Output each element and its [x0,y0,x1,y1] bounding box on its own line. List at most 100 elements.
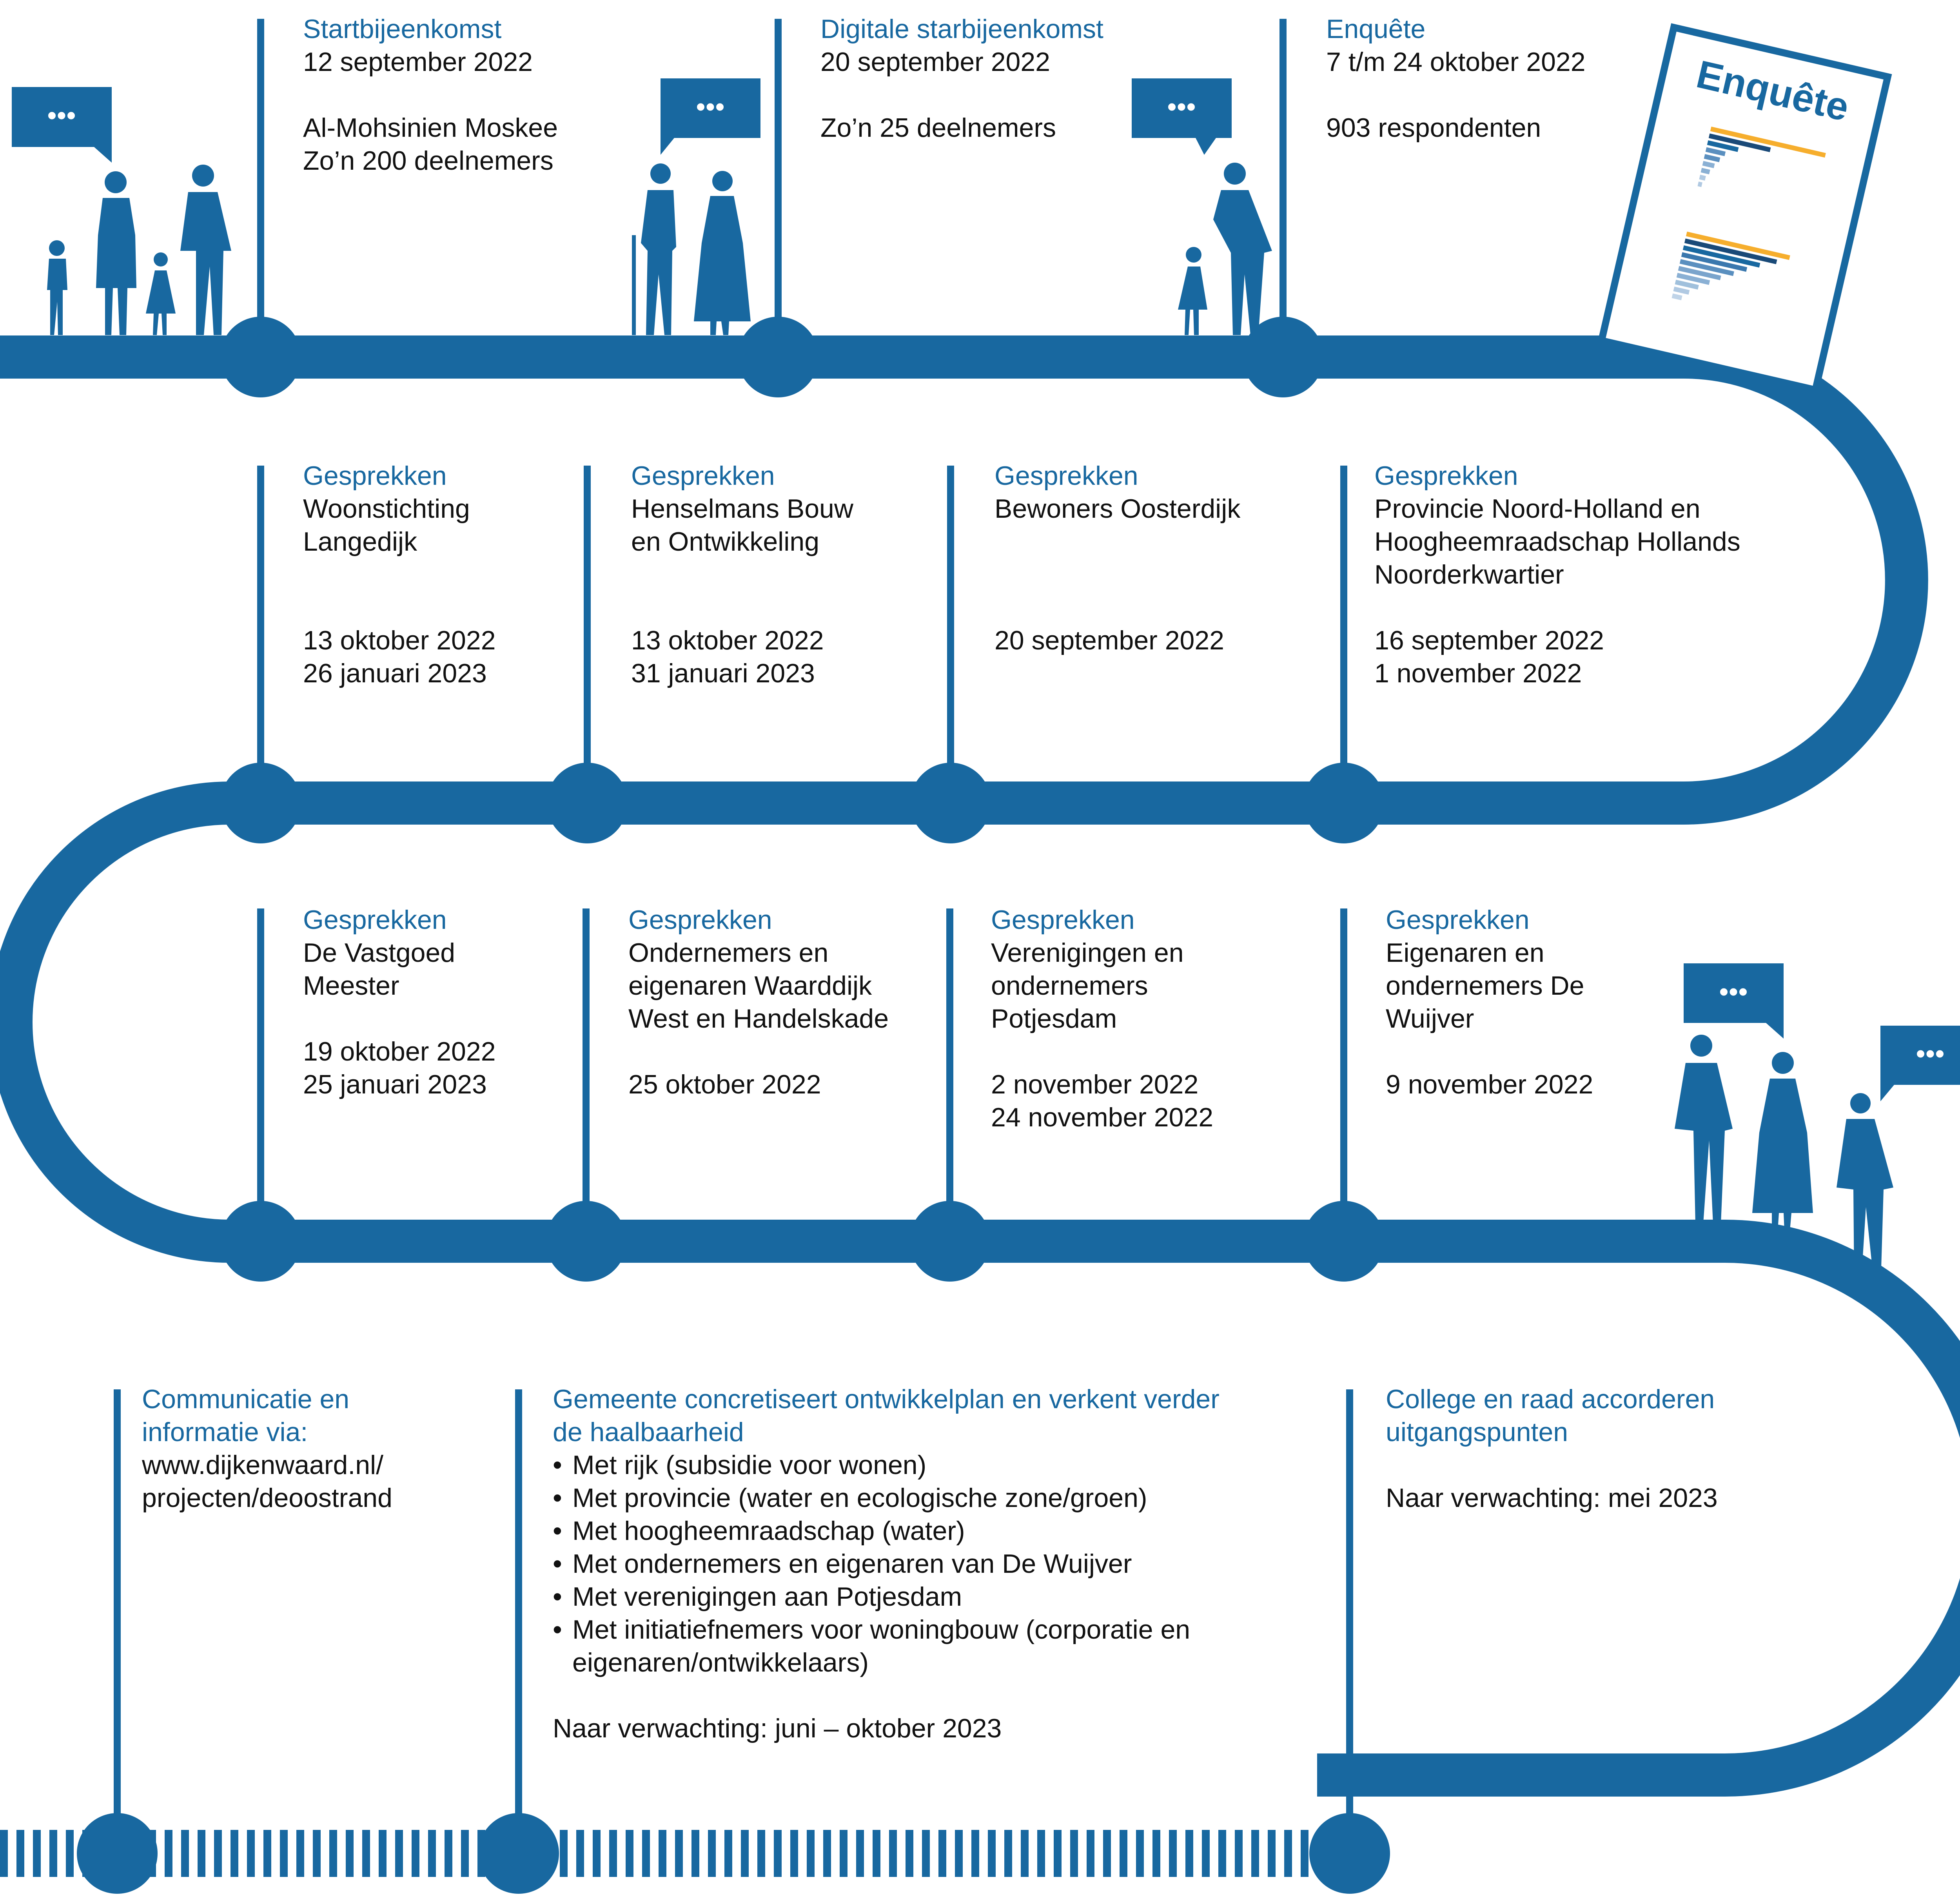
speech-bubble-icon [661,78,760,155]
speech-bubble-icon [12,87,112,163]
bullet-item: Met ondernemers en eigenaren van De Wuij… [553,1547,1220,1580]
milestone-line [631,591,853,624]
milestone-gemeente: Gemeente concretiseert ontwikkelplan en … [553,1383,1220,1745]
milestone-title: Gesprekken [1374,461,1518,491]
milestone-digitale-startbijeenkomst: Digitale starbijeenkomst 20 september 20… [820,13,1103,144]
milestone-line: Eigenaren en [1386,938,1544,968]
milestone-line: 12 september 2022 [303,47,533,77]
milestone-line: Provincie Noord-Holland en [1374,494,1700,524]
website-link[interactable]: www.dijkenwaard.nl/ [142,1450,384,1480]
speech-bubble-icon [1880,1026,1960,1101]
milestone-line [995,591,1240,624]
milestone-line: 31 januari 2023 [631,658,815,688]
milestone-line: 16 september 2022 [1374,626,1604,655]
speech-bubble-text: ••• [47,100,76,131]
milestone-line: Naar verwachting: mei 2023 [1386,1483,1718,1513]
woman-figure-icon [1752,1052,1813,1231]
milestone-title: Gesprekken [631,461,775,491]
milestone-college: College en raad accorderen uitgangspunte… [1386,1383,1718,1514]
milestone-gesprekken: Gesprekken De Vastgoed Meester 19 oktobe… [303,903,496,1101]
man-figure-icon [1213,163,1272,335]
speech-bubble-text: ••• [696,91,725,122]
milestone-line: 26 januari 2023 [303,658,487,688]
girl-figure-icon [146,252,176,335]
bullet-list: Met rijk (subsidie voor wonen) Met provi… [553,1449,1220,1646]
milestone-gesprekken: Gesprekken Provincie Noord-Holland en Ho… [1374,459,1740,690]
milestone-line: Woonstichting [303,494,470,524]
milestone-line: Ondernemers en [628,938,829,968]
child-figure-icon [47,240,67,335]
milestone-line [991,1035,1213,1068]
milestone-line: 25 januari 2023 [303,1070,487,1099]
bullet-continuation: eigenaren/ontwikkelaars) [572,1648,869,1677]
speech-bubble-icon [1132,78,1232,155]
milestone-line [303,591,496,624]
speech-bubble-text: ••• [1167,91,1196,122]
milestone-line: Langedijk [303,527,417,557]
milestone-title: College en raad accorderen [1386,1384,1715,1414]
milestone-line [995,525,1240,558]
man-figure-icon [1837,1093,1893,1282]
milestone-title: Enquête [1326,14,1426,44]
milestone-title: Digitale starbijeenkomst [820,14,1103,44]
speech-bubble-text: ••• [1916,1038,1945,1069]
bullet-item: Met verenigingen aan Potjesdam [553,1580,1220,1613]
milestone-line [631,558,853,591]
milestone-line: Bewoners Oosterdijk [995,494,1241,524]
milestone-line: Noorderkwartier [1374,560,1564,589]
milestone-gesprekken: Gesprekken Ondernemers en eigenaren Waar… [628,903,889,1101]
milestone-spacer [553,1679,1220,1712]
man-figure-icon [180,165,231,335]
milestone-line [303,558,496,591]
milestone-title: Gesprekken [303,461,447,491]
milestone-line: Hoogheemraadschap Hollands [1374,527,1740,557]
milestone-line: Henselmans Bouw [631,494,853,524]
milestone-title: Gesprekken [991,905,1135,935]
enquete-poster: Enquête [1597,23,1892,394]
stop-dots [77,317,1390,1894]
milestone-line: 13 oktober 2022 [303,626,496,655]
elderly-man-figure-icon [632,163,676,335]
milestone-title: Gesprekken [1386,905,1530,935]
milestone-line [1386,1035,1593,1068]
milestone-title: Gesprekken [628,905,772,935]
milestone-line: 20 september 2022 [995,626,1224,655]
milestone-line: 19 oktober 2022 [303,1037,496,1066]
milestone-line [1386,1449,1718,1481]
milestone-title: Gesprekken [995,461,1138,491]
man-figure-icon [1675,1035,1733,1224]
elderly-woman-figure-icon [694,171,751,335]
milestone-gesprekken: Gesprekken Woonstichting Langedijk 13 ok… [303,459,496,690]
milestone-line: Potjesdam [991,1004,1117,1033]
milestone-line: Zo’n 200 deelnemers [303,146,554,176]
milestone-title: Startbijeenkomst [303,14,502,44]
bullet-item: Met initiatiefnemers voor woningbouw (co… [553,1613,1220,1646]
milestone-communicatie: Communicatie en informatie via: www.dijk… [142,1383,392,1514]
milestone-gesprekken: Gesprekken Eigenaren en ondernemers De W… [1386,903,1593,1101]
milestone-title: uitgangspunten [1386,1417,1568,1447]
milestone-line: 13 oktober 2022 [631,626,824,655]
milestone-line: en Ontwikkeling [631,527,820,557]
poster-mini-chart [1671,231,1790,301]
milestone-title: informatie via: [142,1417,308,1447]
milestone-gesprekken: Gesprekken Henselmans Bouw en Ontwikkeli… [631,459,853,690]
stop-markers [114,19,1353,1834]
milestone-line: 20 september 2022 [820,47,1050,77]
milestone-title: de haalbaarheid [553,1417,744,1447]
poster-mini-chart [1697,126,1826,187]
milestone-line: Verenigingen en [991,938,1184,968]
milestone-title: Gesprekken [303,905,447,935]
milestone-line: West en Handelskade [628,1004,889,1033]
milestone-gesprekken: Gesprekken Bewoners Oosterdijk 20 septem… [995,459,1240,657]
milestone-line [1374,591,1740,624]
milestone-line: 2 november 2022 [991,1070,1199,1099]
milestone-line [995,558,1240,591]
woman-figure-icon [96,171,136,335]
milestone-line [1326,78,1586,111]
website-link[interactable]: projecten/deoostrand [142,1483,392,1513]
milestone-line [303,78,558,111]
people-silhouettes [47,163,1893,1282]
timeline-road [0,335,1960,1797]
milestone-title: Gemeente concretiseert ontwikkelplan en … [553,1384,1220,1414]
